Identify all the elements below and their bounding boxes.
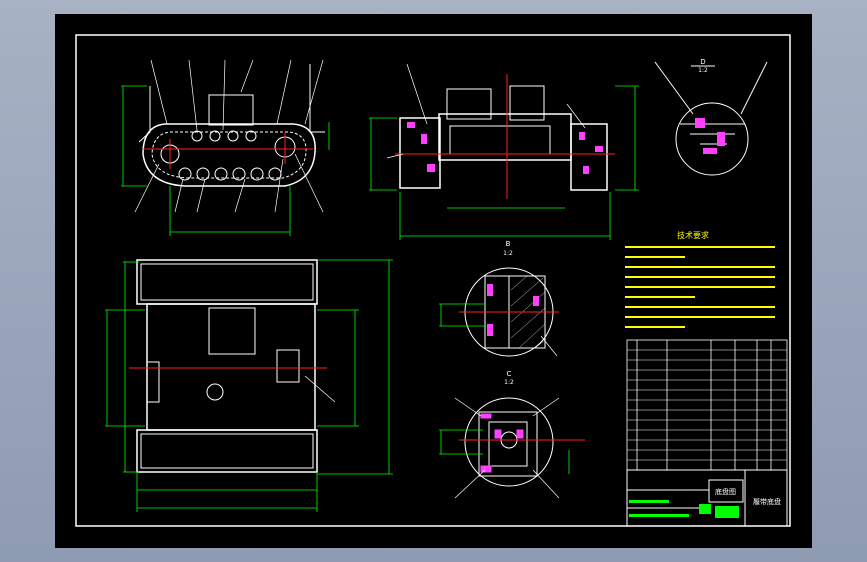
tech-requirements-title: 技术要求: [677, 230, 709, 240]
front-view-sections: [407, 122, 603, 174]
tech-requirements-lines: [625, 246, 775, 328]
side-view-leaders: [134, 59, 324, 213]
front-view-dimensions: [369, 85, 639, 240]
plan-opening: [208, 307, 256, 355]
section-b-sub: 1:2: [503, 250, 513, 257]
title-block-name: 底盘图: [715, 487, 736, 496]
plan-bracket: [146, 361, 160, 403]
section-c: [464, 397, 554, 487]
support-wheel: [245, 130, 257, 142]
front-body: [438, 113, 572, 161]
detail-a-label-text: D: [700, 58, 705, 66]
left-track: [399, 117, 441, 189]
title-block: [626, 469, 788, 527]
section-c-parts: [480, 413, 524, 473]
section-c-sub: 1:2: [504, 379, 514, 386]
front-upper-box-left: [446, 88, 492, 120]
side-view-centerlines: [143, 132, 313, 169]
detail-a-circle: [675, 102, 749, 176]
front-view: [399, 85, 608, 191]
cad-drawing: B 1:2 C 1:2 D 1:2 技术要求 底盘图 履带底盘: [75, 34, 791, 527]
front-view-leaders: [386, 63, 586, 159]
right-track: [570, 123, 608, 191]
front-upper-box-right: [509, 85, 545, 121]
road-wheel: [232, 167, 246, 181]
section-c-label: C: [507, 370, 512, 378]
road-wheel: [268, 167, 282, 181]
plan-port: [276, 349, 300, 383]
title-block-green-cells: [629, 500, 739, 518]
road-wheel: [250, 167, 264, 181]
plan-hole: [206, 383, 224, 401]
upper-box: [208, 94, 254, 126]
road-wheel: [178, 167, 192, 181]
plan-track-bottom-inner: [140, 433, 314, 469]
plan-view: [136, 259, 318, 473]
side-view: [138, 64, 325, 187]
plan-view-leaders: [304, 375, 336, 403]
road-wheel: [214, 167, 228, 181]
road-wheel: [196, 167, 210, 181]
section-b-leader: [540, 335, 558, 357]
detail-a-sections: [695, 118, 725, 154]
detail-a: [654, 61, 768, 176]
parts-list: [626, 339, 788, 471]
section-c-dimensions: [439, 429, 570, 474]
section-b-hatch: [510, 275, 546, 349]
detail-a-sub: 1:2: [698, 67, 708, 74]
title-block-code: 履带底盘: [753, 497, 781, 506]
left-handle: [138, 86, 151, 143]
support-wheel: [227, 130, 239, 142]
support-wheel: [191, 130, 203, 142]
section-b-dimensions: [439, 303, 485, 327]
plan-track-bottom: [136, 429, 318, 473]
plan-track-top: [136, 259, 318, 305]
front-view-centerlines: [395, 74, 615, 199]
track-inner: [151, 131, 307, 179]
plan-view-dimensions: [105, 259, 393, 512]
section-c-leaders: [454, 397, 560, 499]
parts-list-rows: [627, 349, 787, 461]
section-b-label: B: [506, 240, 511, 248]
drawing-frame: [75, 34, 791, 527]
plan-track-top-inner: [140, 263, 314, 301]
front-body-inner: [449, 125, 551, 155]
track-outline: [142, 123, 316, 187]
side-view-dimensions: [121, 85, 330, 236]
cad-drawing-canvas[interactable]: B 1:2 C 1:2 D 1:2 技术要求 底盘图 履带底盘: [55, 14, 812, 548]
section-b-parts: [487, 284, 539, 336]
plan-body: [146, 303, 316, 431]
support-wheel: [209, 130, 221, 142]
section-c-circle: [464, 397, 554, 487]
